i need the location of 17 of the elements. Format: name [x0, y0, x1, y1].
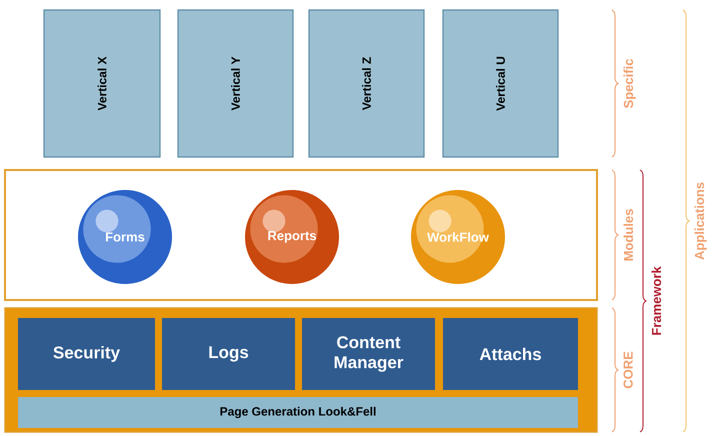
module-sphere: WorkFlow	[411, 190, 505, 284]
core-box: Logs	[162, 318, 295, 390]
core-box: Content Manager	[302, 318, 435, 390]
vertical-box: Vertical Z	[308, 9, 425, 158]
vertical-box: Vertical Y	[177, 9, 294, 158]
layer-label: Framework	[652, 266, 662, 335]
module-sphere: Reports	[245, 190, 339, 284]
layer-label: Modules	[624, 209, 634, 260]
core-box: Security	[18, 318, 155, 390]
vertical-box: Vertical X	[43, 9, 161, 158]
layer-label: CORE	[624, 352, 633, 388]
layer-label: Applications	[694, 182, 707, 260]
layer-label: Specific	[624, 58, 636, 108]
module-sphere: Forms	[78, 190, 172, 284]
vertical-box: Vertical U	[442, 9, 559, 158]
page-generation-bar: Page Generation Look&Fell	[18, 396, 578, 428]
core-box: Attachs	[443, 318, 578, 390]
